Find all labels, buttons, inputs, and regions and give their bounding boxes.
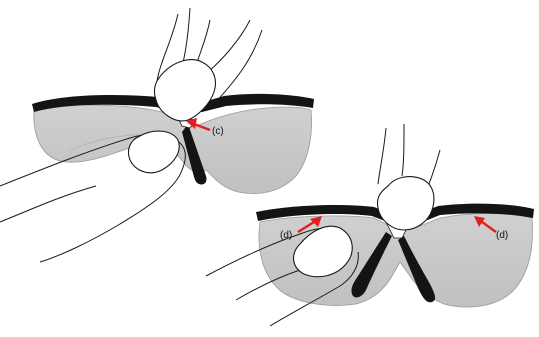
top-hand-lower <box>0 131 185 262</box>
callout-d-right: (d) <box>496 230 508 241</box>
bottom-thumb <box>377 177 433 230</box>
callout-c: (c) <box>212 126 224 137</box>
bottom-hand-upper <box>377 124 440 230</box>
callout-d-left: (d) <box>280 230 292 241</box>
top-thumb <box>154 60 215 121</box>
